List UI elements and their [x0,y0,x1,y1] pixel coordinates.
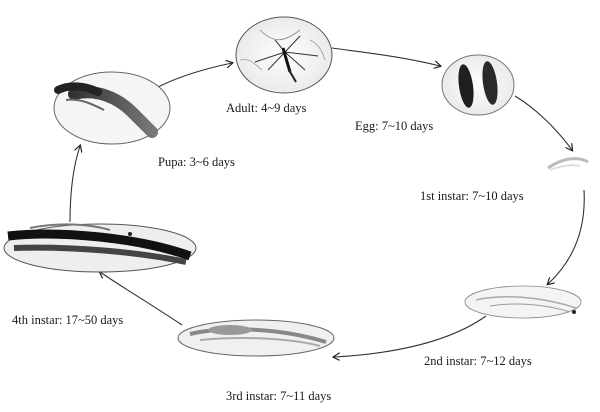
label-instar3: 3rd instar: 7~11 days [226,390,331,403]
instar1-image [548,159,588,170]
instar2-image [465,286,581,318]
pupa-image [54,72,170,144]
label-adult: Adult: 4~9 days [226,102,306,115]
arrow-adult-to-egg [332,48,440,66]
adult-image [236,17,332,93]
label-instar2: 2nd instar: 7~12 days [424,355,532,368]
arrow-2nd-to-3rd [334,316,486,357]
label-egg: Egg: 7~10 days [355,120,433,133]
arrow-4th-to-pupa [70,146,80,222]
label-instar1: 1st instar: 7~10 days [420,190,524,203]
label-pupa: Pupa: 3~6 days [158,156,235,169]
egg-image [442,55,514,115]
label-instar4: 4th instar: 17~50 days [12,314,123,327]
instar3-image [178,320,334,356]
arrow-egg-to-1st [515,96,572,150]
arrow-pupa-to-adult [158,63,232,87]
arrow-1st-to-2nd [548,190,584,284]
instar4-image [4,224,196,272]
